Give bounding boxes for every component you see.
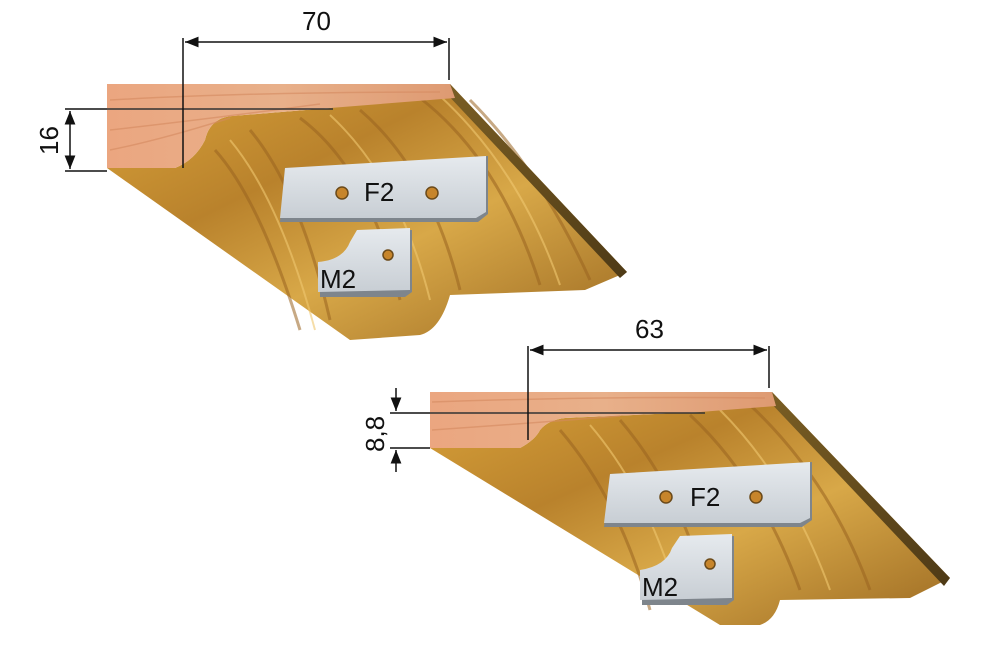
upper-profile: F2 M2 70 16 — [34, 6, 627, 340]
upper-f2-label: F2 — [364, 177, 394, 207]
lower-knife-f2: F2 — [604, 462, 812, 527]
lower-wood-top — [430, 392, 776, 448]
upper-width-label: 70 — [302, 6, 331, 36]
upper-height-label: 16 — [34, 126, 64, 155]
lower-width-label: 63 — [635, 314, 664, 344]
upper-wood-edge — [445, 84, 627, 278]
upper-m2-label: M2 — [320, 264, 356, 294]
upper-height-dimension: 16 — [34, 108, 107, 172]
upper-knife-f2: F2 — [280, 156, 488, 222]
lower-knife-m2: M2 — [640, 534, 734, 605]
lower-profile: F2 M2 63 8,8 — [360, 314, 950, 625]
upper-knife-m2: M2 — [318, 228, 412, 297]
lower-width-dimension: 63 — [527, 314, 770, 440]
upper-wood-top — [107, 84, 455, 168]
lower-height-label: 8,8 — [360, 416, 390, 452]
lower-wood-edge — [768, 392, 950, 586]
lower-m2-label: M2 — [642, 572, 678, 602]
lower-f2-label: F2 — [690, 482, 720, 512]
lower-height-dimension: 8,8 — [360, 388, 430, 472]
upper-width-dimension: 70 — [182, 6, 450, 168]
